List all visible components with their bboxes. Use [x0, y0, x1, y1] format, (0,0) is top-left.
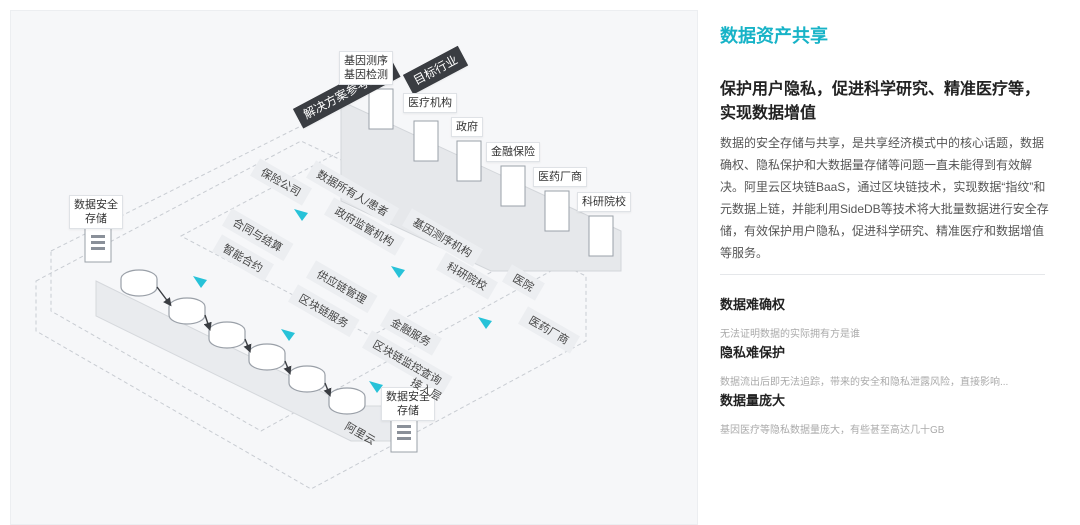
- storage-label-left: 数据安全 存储: [69, 195, 123, 229]
- industry-kiosks: [368, 88, 614, 257]
- industry-research: 科研院校: [577, 192, 631, 212]
- chain-block: [248, 343, 286, 371]
- flow-arrows: [193, 209, 492, 393]
- point-volume: 数据量庞大 基因医疗等隐私数据量庞大，有些甚至高达几十GB: [720, 390, 1050, 436]
- point-desc: 基因医疗等隐私数据量庞大，有些甚至高达几十GB: [720, 425, 945, 436]
- outer-outline-2: [35, 140, 587, 490]
- divider: [720, 274, 1045, 275]
- architecture-diagram: 数据安全 存储 数据安全 存储 解决方案参考架构 目标行业 基因测序 基因检测 …: [10, 10, 698, 525]
- point-ownership: 数据难确权 无法证明数据的实际拥有方是谁: [720, 294, 1050, 340]
- point-title: 数据量庞大: [720, 393, 786, 408]
- industry-pharma: 医药厂商: [533, 167, 587, 187]
- body-text: 数据的安全存储与共享，是共享经济模式中的核心话题，数据确权、隐私保护和大数据量存…: [720, 136, 1049, 260]
- section-title: 数据资产共享: [720, 26, 828, 46]
- chain-block: [120, 269, 158, 297]
- point-title: 数据难确权: [720, 297, 786, 312]
- point-title: 隐私难保护: [720, 345, 786, 360]
- headline: 保护用户隐私，促进科学研究、精准医疗等，实现数据增值: [720, 81, 1041, 122]
- industry-genome: 基因测序 基因检测: [339, 51, 393, 85]
- chain-block: [328, 387, 366, 415]
- chain-block: [288, 365, 326, 393]
- point-privacy: 隐私难保护 数据流出后即无法追踪，带来的安全和隐私泄露风险，直接影响...: [720, 342, 1050, 388]
- point-desc: 数据流出后即无法追踪，带来的安全和隐私泄露风险，直接影响...: [720, 377, 1009, 388]
- info-panel: 数据资产共享 保护用户隐私，促进科学研究、精准医疗等，实现数据增值 数据的安全存…: [720, 10, 1050, 515]
- industry-medical: 医疗机构: [403, 93, 457, 113]
- industry-insurance: 金融保险: [486, 142, 540, 162]
- chain-block: [168, 297, 206, 325]
- chain-block: [208, 321, 246, 349]
- industry-government: 政府: [451, 117, 483, 137]
- storage-label-bottom: 数据安全 存储: [381, 387, 435, 421]
- point-desc: 无法证明数据的实际拥有方是谁: [720, 329, 860, 340]
